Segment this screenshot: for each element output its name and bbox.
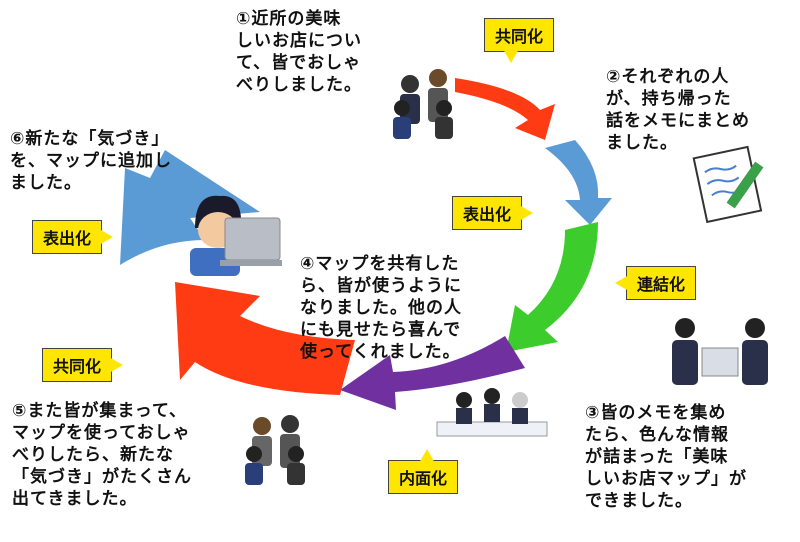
purple-arrow	[340, 336, 525, 410]
person-laptop-icon	[190, 195, 282, 276]
tag-externalization-right: 表出化	[452, 196, 534, 230]
tag-internalization: 内面化	[388, 449, 459, 494]
red-large-arrow	[175, 282, 355, 395]
tag-externalization-left: 表出化	[32, 220, 114, 254]
step-5-text: ⑤また皆が集まって、 マップを使っておしゃ べりしたら、新たな 「気づき」がたく…	[12, 401, 192, 509]
step-2-text: ②それぞれの人 が、持ち帰った 話をメモにまとめ ました。	[606, 67, 750, 153]
meeting-people-icon	[436, 388, 548, 437]
red-small-arrow	[455, 78, 555, 140]
tag-socialization-left: 共同化	[42, 348, 124, 382]
tag-socialization-top: 共同化	[484, 18, 555, 63]
step-6-text: ⑥新たな「気づき」 を、マップに追加し ました。	[10, 129, 172, 193]
blue-large-arrow	[120, 150, 260, 265]
green-arrow	[506, 222, 598, 352]
tag-combination: 連結化	[614, 266, 697, 300]
step-4-text: ④マップを共有した ら、皆が使うように なりました。他の人 にも見せたら喜んで …	[300, 254, 462, 362]
memo-pencil-icon	[692, 145, 764, 224]
puzzle-people-icon	[672, 318, 768, 385]
step-1-text: ①近所の美味 しいお店につい て、皆でおしゃ べりしました。	[236, 9, 362, 95]
blue-small-arrow	[545, 140, 612, 225]
people-chatting-icon	[393, 69, 453, 139]
step-3-text: ③皆のメモを集め たら、色んな情報 が詰まった「美味 しいお店マップ」が できま…	[585, 403, 747, 511]
people-chatting-icon	[245, 415, 305, 485]
